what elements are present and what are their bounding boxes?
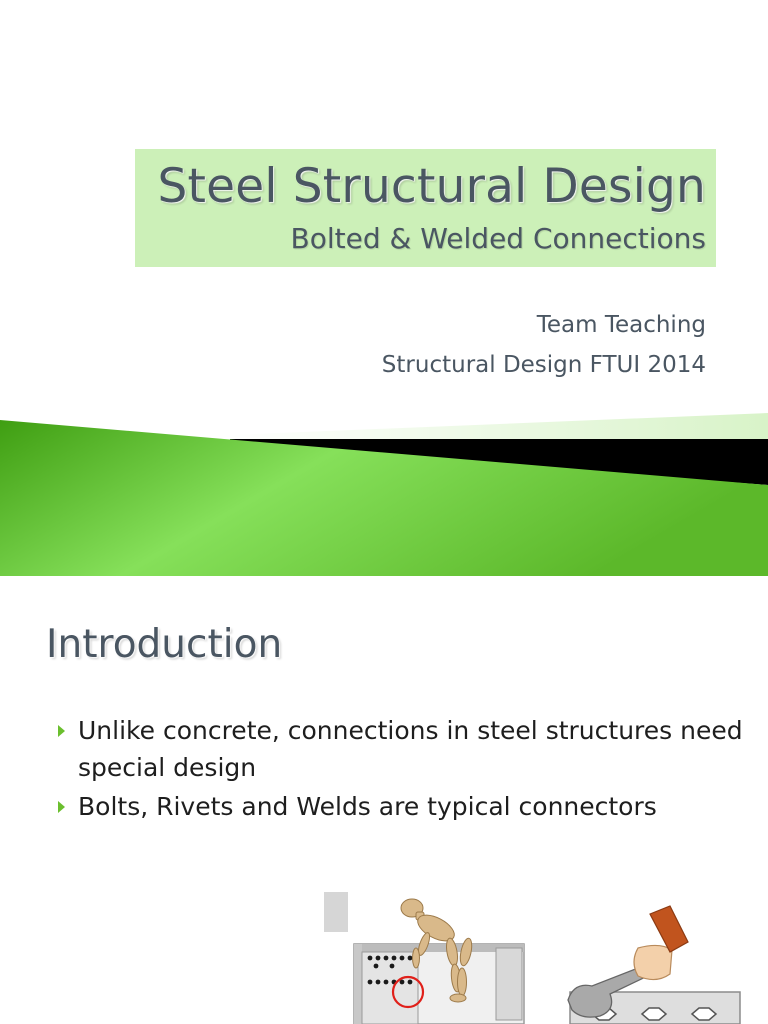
bullet-text: Unlike concrete, connections in steel st… [78,716,743,782]
steel-plate-group [353,898,525,1024]
grey-tab [324,892,348,932]
title-box: Steel Structural Design Bolted & Welded … [135,149,716,267]
connection-illustration [320,888,768,1024]
decorative-band [0,413,768,576]
band-pale-stripe [230,413,768,439]
author-line-team: Team Teaching [536,312,706,338]
highlight-ring [391,975,425,1009]
slide-title: Steel Structural Design [157,159,706,214]
band-black-stripe [230,439,768,485]
slide-subtitle: Bolted & Welded Connections [290,222,706,255]
triangle-right-icon [58,725,65,737]
bolt-heads [590,1007,718,1021]
wrench [567,965,657,1018]
band-green-wedge [0,420,768,576]
slide-heading: Introduction [46,622,283,667]
hand-wrench-group [567,905,741,1024]
bolt-holes [367,955,413,985]
bullet-text: Bolts, Rivets and Welds are typical conn… [78,792,657,821]
bullet-item: Bolts, Rivets and Welds are typical conn… [56,788,746,825]
triangle-right-icon [58,801,65,813]
bullet-list: Unlike concrete, connections in steel st… [56,712,746,827]
sleeve [649,905,689,953]
bullet-item: Unlike concrete, connections in steel st… [56,712,746,786]
author-line-course: Structural Design FTUI 2014 [381,352,706,378]
hand [633,944,673,981]
wooden-mannequin [400,898,473,1003]
title-slide: Steel Structural Design Bolted & Welded … [0,149,768,576]
intro-slide: Introduction Unlike concrete, connection… [0,576,768,1024]
